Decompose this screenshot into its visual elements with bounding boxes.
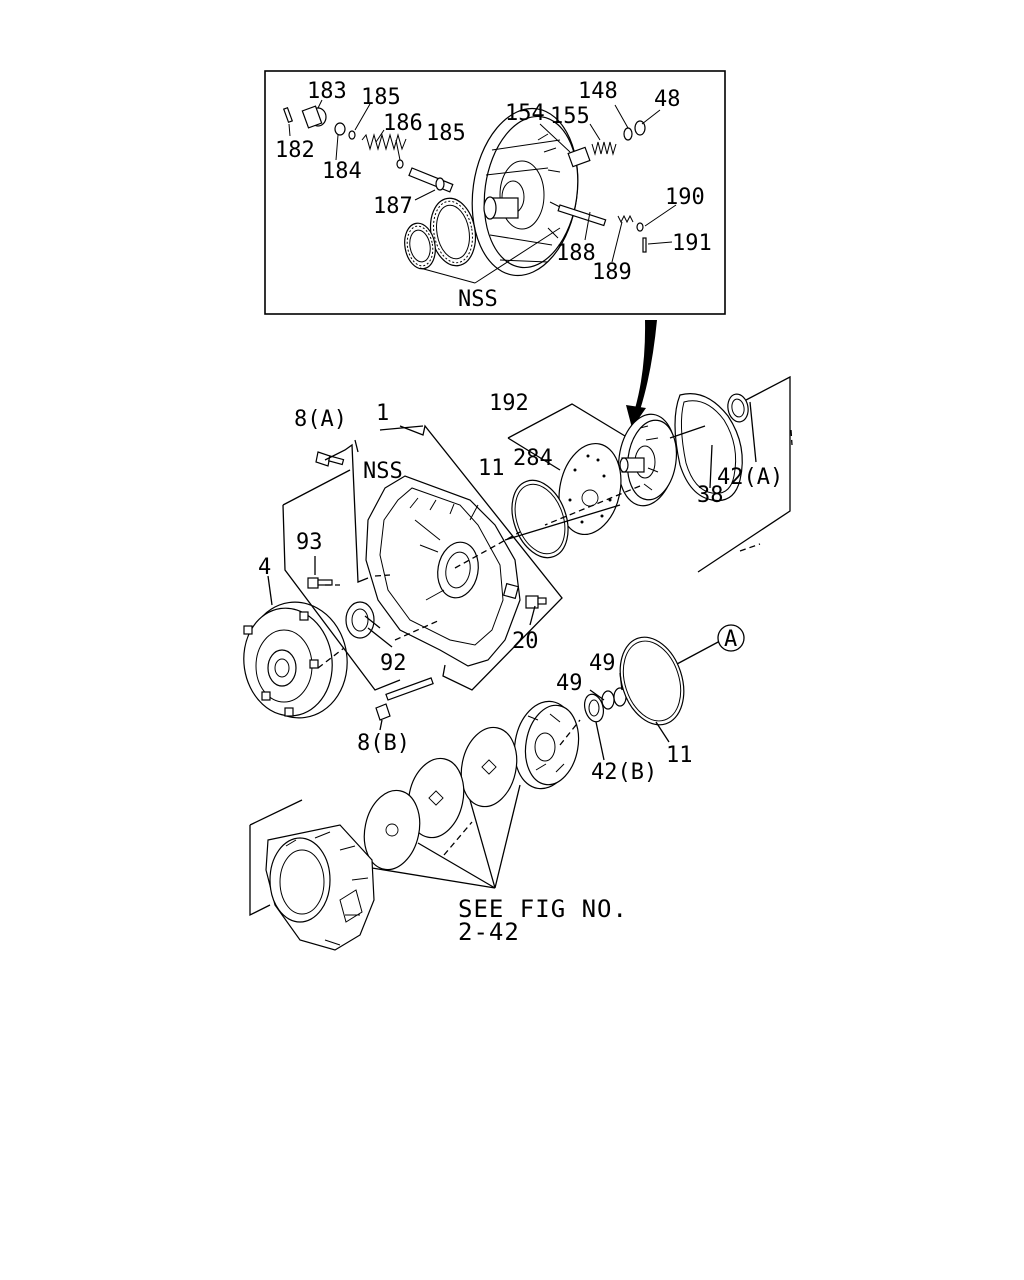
inset-label-182: 182 (275, 138, 315, 163)
label-11-upper: 11 (478, 456, 505, 481)
o-ring-11-lower (619, 636, 685, 726)
see-fig-note-line1: SEE FIG NO. (458, 895, 628, 923)
inset-label-183: 183 (307, 79, 347, 104)
inset-label-187: 187 (373, 194, 413, 219)
label-49-upper: 49 (589, 651, 616, 676)
seal-92 (345, 601, 375, 639)
inset-label-191: 191 (672, 231, 712, 256)
label-49-lower: 49 (556, 671, 583, 696)
transmission-case (265, 824, 375, 951)
pump-assembly (617, 413, 678, 507)
label-a: A (724, 627, 737, 652)
converter-housing (365, 475, 521, 667)
label-4: 4 (258, 555, 271, 580)
inset-label-nss: NSS (458, 287, 498, 312)
inset-detail-box: 183 185 186 185 182 184 187 154 155 148 … (264, 70, 726, 315)
label-93: 93 (296, 530, 323, 555)
gear-rings (404, 197, 477, 270)
inset-label-189: 189 (592, 260, 632, 285)
bolt-20 (525, 595, 547, 609)
label-8b: 8(B) (357, 731, 410, 756)
lower-pump (513, 700, 580, 790)
inset-label-184: 184 (322, 159, 362, 184)
callout-arrow (626, 320, 657, 428)
label-284: 284 (513, 446, 553, 471)
label-92: 92 (380, 651, 407, 676)
pump-body (471, 107, 579, 277)
clutch-plates (363, 726, 518, 871)
inset-label-190: 190 (665, 185, 705, 210)
inset-label-185b: 185 (426, 121, 466, 146)
inset-label-185a: 185 (361, 85, 401, 110)
inset-label-48: 48 (654, 87, 681, 112)
inset-label-155: 155 (550, 104, 590, 129)
label-42b: 42(B) (591, 760, 657, 785)
torque-converter (243, 601, 348, 719)
label-8a: 8(A) (294, 407, 347, 432)
inset-label-148: 148 (578, 79, 618, 104)
label-192: 192 (489, 391, 529, 416)
reference-circle-a: A (717, 624, 745, 652)
see-fig-note-line2: 2-42 (458, 918, 520, 946)
inset-label-186: 186 (383, 111, 423, 136)
right-valve-parts (557, 120, 647, 253)
label-20: 20 (512, 629, 539, 654)
o-ring-11-upper (511, 479, 569, 559)
gasket-38 (674, 393, 743, 502)
inset-label-188: 188 (556, 241, 596, 266)
label-1: 1 (376, 401, 389, 426)
inset-label-154: 154 (505, 101, 545, 126)
label-nss: NSS (363, 459, 403, 484)
bolt-8a (315, 451, 345, 467)
label-11-lower: 11 (666, 743, 693, 768)
bolt-8b (375, 677, 434, 721)
left-valve-parts (282, 105, 454, 193)
label-38: 38 (697, 483, 724, 508)
label-42a: 42(A) (717, 465, 783, 490)
leader-lines (249, 375, 793, 917)
bolt-93 (307, 577, 333, 589)
seal-42a (727, 393, 749, 423)
